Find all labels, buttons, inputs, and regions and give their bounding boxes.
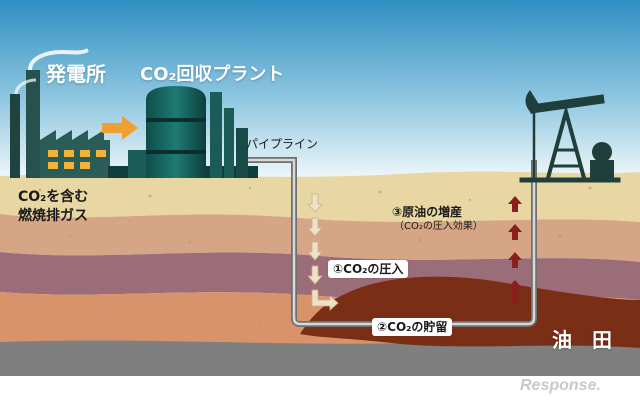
pipeline-label: パイプライン xyxy=(246,137,319,151)
power-plant-label: 発電所 xyxy=(46,62,106,86)
capture-plant-label: CO₂回収プラント xyxy=(140,64,285,85)
step1-label: ①CO₂の圧入 xyxy=(328,260,409,278)
oil-field-label: 油 田 xyxy=(552,328,612,352)
up-arrow-icon xyxy=(508,196,522,304)
arrow-right-icon xyxy=(102,116,138,140)
watermark-logo: Response. xyxy=(520,377,601,394)
soil-texture xyxy=(28,186,602,332)
topsoil-layer xyxy=(0,171,640,222)
exhaust-gas-label-line2: 燃焼排ガス xyxy=(18,208,88,224)
step3-label: ③原油の増産 xyxy=(392,205,463,219)
down-arrow-icon xyxy=(307,193,339,311)
pipeline-highlight xyxy=(248,158,536,326)
step2-label: ②CO₂の貯留 xyxy=(372,318,453,336)
bottom-margin xyxy=(0,376,640,400)
capture-tower-icon xyxy=(108,86,258,178)
clay-layer xyxy=(0,214,640,262)
bedrock-layer xyxy=(0,338,640,376)
exhaust-gas-label-line1: CO₂を含む xyxy=(18,189,89,205)
pumpjack-icon xyxy=(519,90,621,183)
factory-icon xyxy=(10,48,110,178)
step3-note: （CO₂の圧入効果） xyxy=(394,221,483,232)
